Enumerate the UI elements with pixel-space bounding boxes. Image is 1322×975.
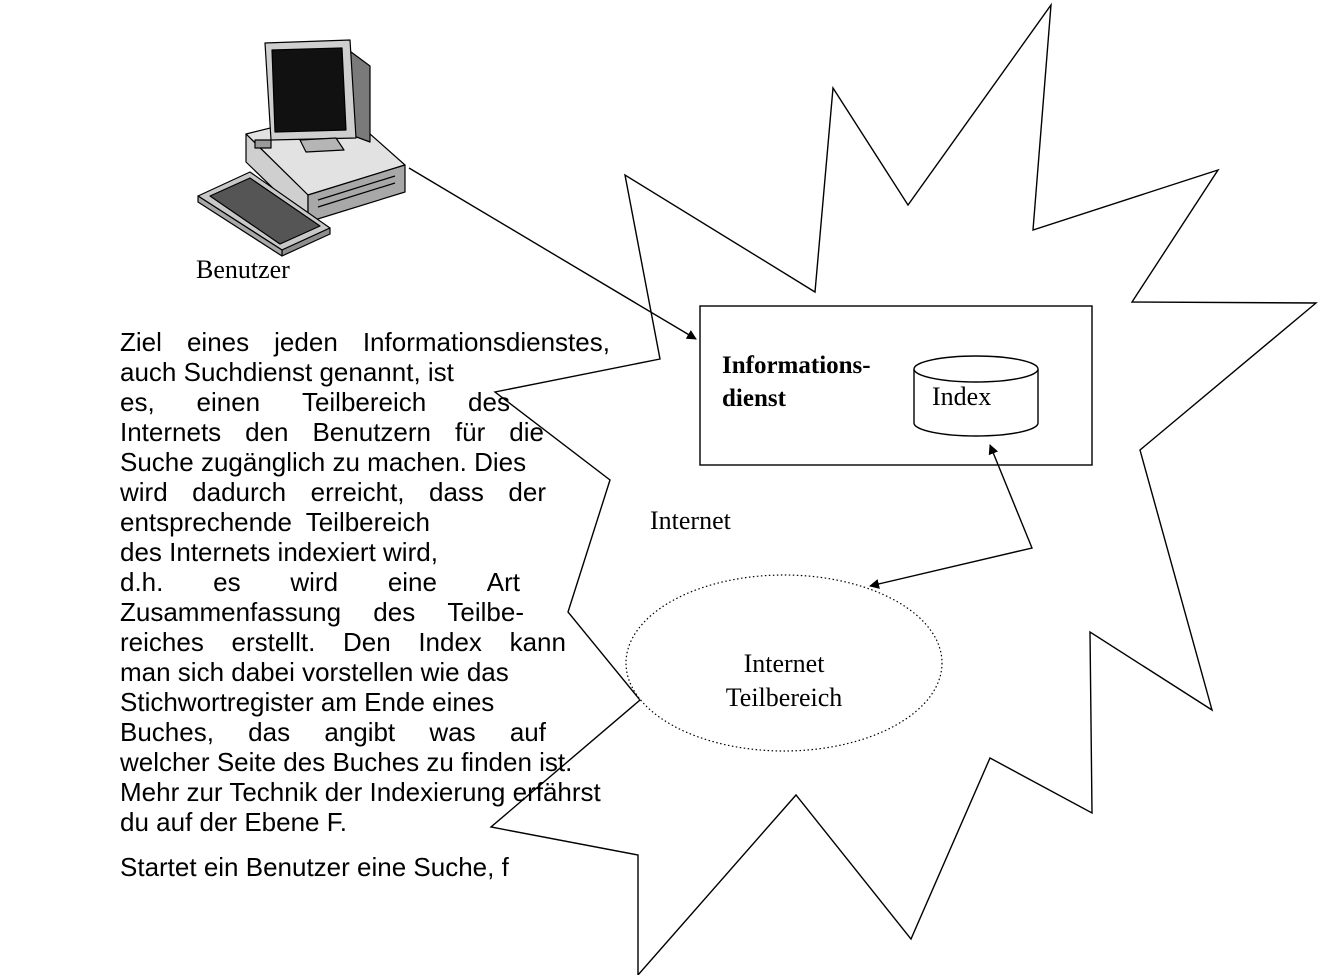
paragraph-line: entsprechende Teilbereich bbox=[120, 507, 430, 537]
paragraph-word: Den bbox=[342, 627, 391, 657]
paragraph-word: dass bbox=[429, 477, 484, 507]
paragraph-word: du auf der Ebene F. bbox=[120, 807, 347, 837]
paragraph-line: Ziel eines jeden Informationsdienstes, bbox=[120, 327, 610, 357]
paragraph-line: reiches erstellt. Den Index kann bbox=[120, 627, 566, 657]
paragraph-word: des bbox=[373, 597, 416, 627]
paragraph-line: des Internets indexiert wird, bbox=[120, 537, 438, 567]
paragraph-word: eines bbox=[186, 327, 250, 357]
paragraph-word: des Internets indexiert wird, bbox=[120, 537, 438, 567]
paragraph-word: Suche zugänglich zu machen. Dies bbox=[120, 447, 527, 477]
paragraph-word: kann bbox=[509, 627, 566, 657]
paragraph-word: das bbox=[248, 717, 291, 747]
internet-label: Internet bbox=[650, 506, 731, 535]
paragraph-word: Informationsdienstes, bbox=[362, 327, 610, 357]
index-database-icon bbox=[913, 355, 1039, 437]
paragraph-line: Buches, das angibt was auf bbox=[120, 717, 546, 747]
paragraph-word: Mehr zur Technik der Indexierung erfährs… bbox=[120, 777, 601, 807]
paragraph-word: Zusammenfassung bbox=[120, 597, 342, 627]
paragraph-word: wird bbox=[290, 567, 339, 597]
paragraph-line: d.h. es wird eine Art bbox=[120, 567, 520, 597]
paragraph-word: einen bbox=[196, 387, 261, 417]
paragraph-word: des bbox=[468, 387, 510, 417]
computer-icon bbox=[197, 39, 406, 257]
paragraph-word: dadurch bbox=[192, 477, 287, 507]
subarea-label-line1: Internet bbox=[743, 649, 825, 678]
paragraph-word: es bbox=[213, 567, 241, 597]
paragraph-word: Art bbox=[486, 567, 520, 597]
service-label-line2: dienst bbox=[722, 385, 786, 412]
paragraph-word: Teilbereich bbox=[301, 387, 427, 417]
paragraph-word: auf bbox=[509, 717, 546, 747]
paragraph-word: Internets bbox=[120, 417, 222, 447]
user-label: Benutzer bbox=[196, 255, 290, 284]
paragraph-line: Mehr zur Technik der Indexierung erfährs… bbox=[120, 777, 601, 807]
paragraph-word: Index bbox=[418, 627, 482, 657]
paragraph-word: Ziel bbox=[120, 327, 162, 357]
paragraph-word: eine bbox=[387, 567, 437, 597]
arrow-index-to-subarea bbox=[869, 444, 1033, 589]
paragraph-line: Stichwortregister am Ende eines bbox=[120, 687, 494, 717]
paragraph-word: entsprechende bbox=[120, 507, 293, 537]
paragraph-word: die bbox=[509, 417, 544, 447]
paragraph-word: Teilbereich bbox=[305, 507, 430, 537]
paragraph-word: jeden bbox=[274, 327, 338, 357]
paragraph-word: für bbox=[454, 417, 486, 447]
paragraph-line: welcher Seite des Buches zu finden ist. bbox=[120, 747, 572, 777]
subarea-label: Internet Teilbereich bbox=[700, 647, 868, 715]
paragraph-word: man sich dabei vorstellen wie das bbox=[120, 657, 509, 687]
paragraph-word: erstellt. bbox=[231, 627, 316, 657]
service-label-line1: Informations- bbox=[722, 352, 871, 379]
paragraph-word: was bbox=[429, 717, 476, 747]
paragraph-line: Suche zugänglich zu machen. Dies bbox=[120, 447, 526, 477]
paragraph-line: man sich dabei vorstellen wie das bbox=[120, 657, 509, 687]
arrow-user-to-service bbox=[408, 167, 697, 340]
paragraph-word: Stichwortregister am Ende eines bbox=[120, 687, 495, 717]
paragraph-word: auch Suchdienst genannt, ist bbox=[120, 357, 454, 387]
paragraph-word: Buches, bbox=[120, 717, 214, 747]
paragraph-line: du auf der Ebene F. bbox=[120, 807, 347, 837]
service-label: Informations- dienst bbox=[722, 349, 871, 415]
paragraph-word: reiches bbox=[120, 627, 204, 657]
paragraph-partial-line: Startet ein Benutzer eine Suche, f bbox=[120, 852, 509, 882]
paragraph-word: welcher Seite des Buches zu finden ist. bbox=[120, 747, 573, 777]
paragraph-line: auch Suchdienst genannt, ist bbox=[120, 357, 454, 387]
paragraph-word: erreicht, bbox=[310, 477, 405, 507]
paragraph-word: Teilbe- bbox=[447, 597, 524, 627]
paragraph-line: es, einen Teilbereich des bbox=[120, 387, 510, 417]
paragraph-word: Benutzern bbox=[312, 417, 431, 447]
paragraph-word: wird bbox=[120, 477, 168, 507]
paragraph-line: Zusammenfassung des Teilbe- bbox=[120, 597, 524, 627]
internet-subarea-ellipse bbox=[625, 574, 943, 752]
index-label: Index bbox=[932, 382, 992, 411]
paragraph-word: angibt bbox=[324, 717, 396, 747]
internet-starburst bbox=[489, 2, 1318, 975]
paragraph-word: es, bbox=[120, 387, 155, 417]
subarea-label-line2: Teilbereich bbox=[725, 683, 843, 712]
paragraph-word: der bbox=[508, 477, 546, 507]
paragraph-word: d.h. bbox=[120, 567, 164, 597]
paragraph-word: den bbox=[245, 417, 289, 447]
